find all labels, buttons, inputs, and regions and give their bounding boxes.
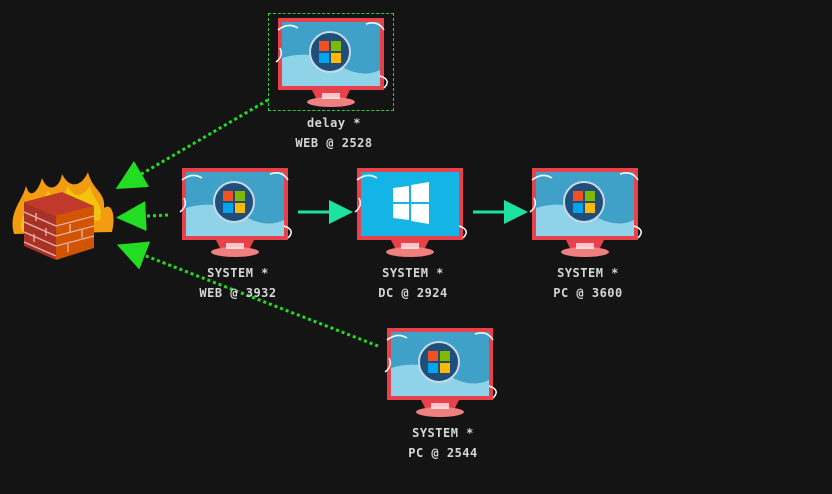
node-user-label: SYSTEM * <box>207 266 269 280</box>
node-host-label: PC @ 2544 <box>408 446 478 460</box>
windows-7-icon <box>529 168 642 257</box>
node-user-label: delay * <box>306 116 362 130</box>
burning-firewall-icon[interactable] <box>8 172 120 264</box>
node-user-label: SYSTEM * <box>557 266 619 280</box>
callback-edge-n5 <box>116 241 379 348</box>
node-user-label: SYSTEM * <box>412 426 474 440</box>
node-host-label: WEB @ 2528 <box>295 136 373 150</box>
windows-7-icon <box>179 168 292 257</box>
node-host-label: PC @ 3600 <box>553 286 623 300</box>
node-host-label: WEB @ 3932 <box>199 286 277 300</box>
windows-7-icon <box>384 328 497 417</box>
node-host-label: DC @ 2924 <box>378 286 448 300</box>
callback-edge-n2 <box>116 201 169 232</box>
windows-10-icon <box>354 168 467 257</box>
node-user-label: SYSTEM * <box>382 266 444 280</box>
windows-7-icon <box>275 18 388 107</box>
